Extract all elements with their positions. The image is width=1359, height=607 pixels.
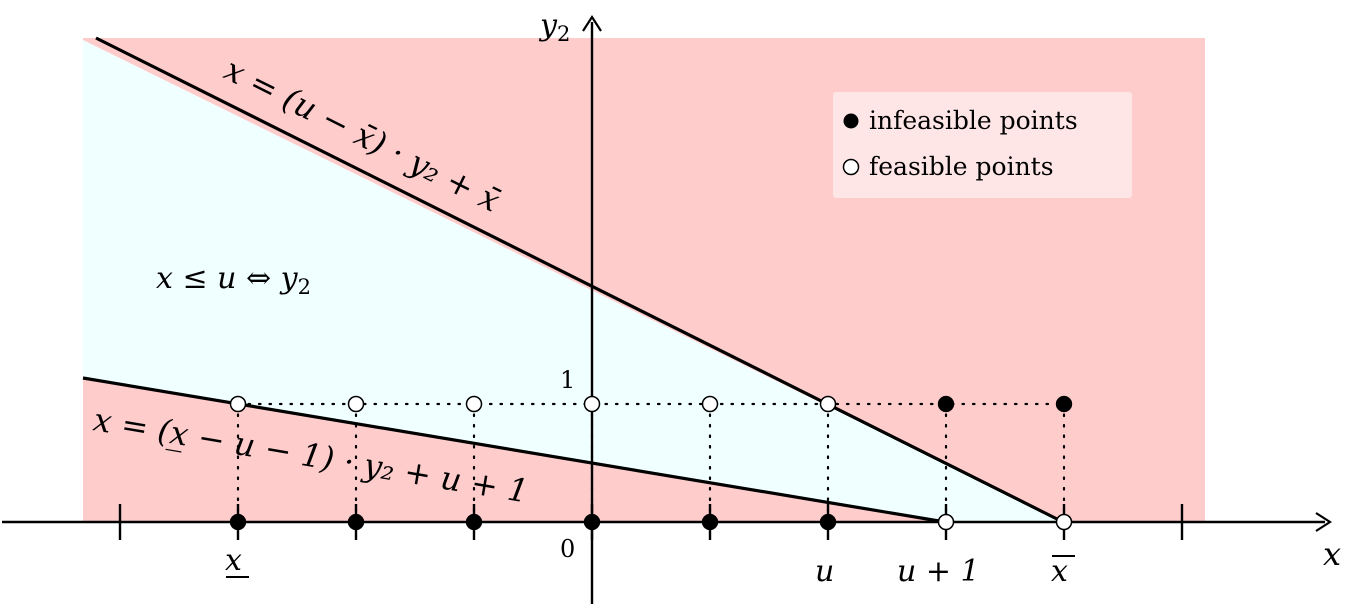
infeasible-point	[583, 513, 601, 531]
legend-infeasible-marker	[843, 113, 859, 129]
dotted-grid	[236, 402, 1066, 524]
legend-box	[833, 92, 1132, 198]
infeasible-point	[937, 395, 955, 413]
infeasible-point	[347, 513, 365, 531]
u-label: u	[815, 554, 834, 589]
y-tick-one-label: 1	[560, 366, 575, 394]
upper-boundary-line	[95, 36, 1064, 524]
infeasible-point	[229, 513, 247, 531]
u-plus-one-label: u + 1	[897, 554, 980, 589]
y-axis-label: y2	[538, 8, 570, 46]
feasible-point	[1055, 513, 1073, 531]
legend-infeasible-label: infeasible points	[869, 106, 1078, 135]
infeasible-point	[819, 513, 837, 531]
x-axis	[2, 512, 1333, 532]
feasible-point	[465, 395, 483, 413]
feasible-point	[583, 395, 601, 413]
feasible-region	[83, 40, 1063, 522]
feasible-point	[701, 395, 719, 413]
feasible-point	[229, 395, 247, 413]
origin-label: 0	[560, 535, 575, 563]
feasible-region-label: x ≤ u ⇔ y2	[156, 261, 311, 299]
legend-feasible-label: feasible points	[869, 152, 1054, 181]
feasible-point	[819, 395, 837, 413]
x-axis-label: x	[1323, 535, 1341, 573]
infeasible-point	[465, 513, 483, 531]
integer-points	[229, 395, 1073, 531]
feasible-point	[347, 395, 365, 413]
infeasible-point	[701, 513, 719, 531]
infeasible-point	[1055, 395, 1073, 413]
legend-feasible-marker	[842, 158, 860, 176]
x-upper-bound-label: x	[1051, 554, 1075, 589]
svg-text:x: x	[225, 543, 242, 578]
feasible-point	[937, 513, 955, 531]
lower-boundary-line	[82, 376, 946, 524]
x-lower-bound-label: x	[225, 543, 249, 578]
legend: infeasible points feasible points	[842, 106, 1078, 181]
svg-text:x: x	[1051, 554, 1068, 589]
